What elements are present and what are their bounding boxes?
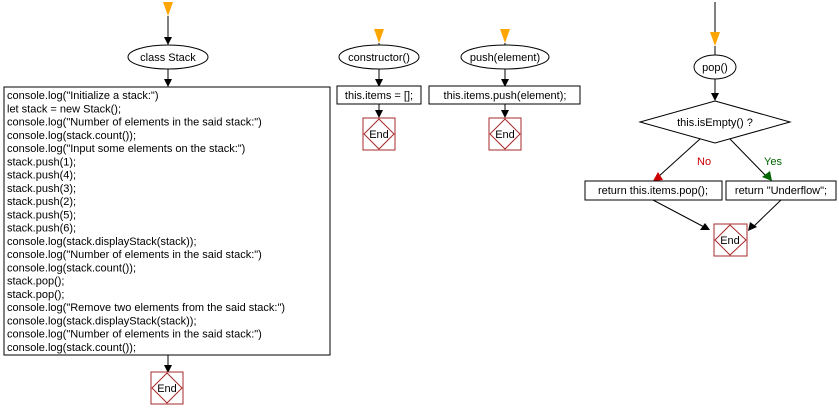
end-node-pop: End: [713, 223, 748, 257]
end-label: End: [369, 129, 389, 141]
statement-text: this.items.push(element);: [444, 90, 567, 102]
node-push-label: push(element): [470, 52, 540, 64]
code-line: stack.push(1);: [7, 156, 76, 168]
code-line: console.log(stack.count());: [7, 130, 136, 142]
code-line: console.log(stack.displayStack(stack));: [7, 236, 197, 248]
flow-constructor: constructor() this.items = []; End: [336, 29, 422, 151]
node-class-stack-label: class Stack: [140, 52, 196, 64]
code-line: console.log("Number of elements in the s…: [7, 329, 262, 341]
code-line: stack.pop();: [7, 276, 64, 288]
code-line: console.log(stack.count());: [7, 262, 136, 274]
start-marker: [500, 29, 510, 43]
statement-no-text: return this.items.pop();: [598, 185, 708, 197]
code-block: [3, 86, 331, 356]
node-pop-label: pop(): [702, 62, 728, 74]
code-line: let stack = new Stack();: [7, 103, 121, 115]
code-line: stack.push(3);: [7, 183, 76, 195]
end-node-constructor: End: [362, 117, 396, 151]
code-line: console.log("Number of elements in the s…: [7, 249, 262, 261]
end-label: End: [720, 235, 740, 247]
node-constructor-label: constructor(): [348, 52, 410, 64]
edge-no-label: No: [697, 156, 711, 168]
end-node-class: End: [150, 371, 184, 405]
code-line: stack.pop();: [7, 289, 64, 301]
end-node-push: End: [488, 117, 522, 151]
code-line: console.log("Input some elements on the …: [7, 143, 245, 155]
code-line: stack.push(4);: [7, 170, 76, 182]
code-lines: console.log("Initialize a stack:")let st…: [7, 90, 285, 354]
code-line: stack.push(6);: [7, 223, 76, 235]
code-line: stack.push(5);: [7, 209, 76, 221]
statement-yes-text: return "Underflow";: [735, 185, 827, 197]
edge-yes: [729, 138, 768, 178]
edge-no: [657, 138, 701, 178]
start-marker: [163, 2, 173, 16]
end-label: End: [495, 129, 515, 141]
edge-yes-label: Yes: [764, 156, 782, 168]
flow-pop: pop() this.isEmpty() ? No Yes return thi…: [584, 2, 837, 257]
flow-class-stack: class Stack console.log("Initialize a st…: [3, 2, 331, 405]
code-line: console.log("Initialize a stack:"): [7, 90, 159, 102]
code-line: console.log(stack.count());: [7, 342, 136, 354]
code-line: console.log(stack.displayStack(stack));: [7, 315, 197, 327]
flow-push: push(element) this.items.push(element); …: [428, 29, 581, 151]
code-line: stack.push(2);: [7, 196, 76, 208]
decision-label: this.isEmpty() ?: [677, 117, 753, 129]
code-line: console.log("Number of elements in the s…: [7, 117, 262, 129]
decision-diamond: [638, 100, 792, 144]
start-marker: [710, 32, 720, 46]
start-marker: [374, 29, 384, 43]
code-line: console.log("Remove two elements from th…: [7, 302, 285, 314]
statement-text: this.items = [];: [345, 90, 413, 102]
end-label: End: [157, 383, 177, 395]
